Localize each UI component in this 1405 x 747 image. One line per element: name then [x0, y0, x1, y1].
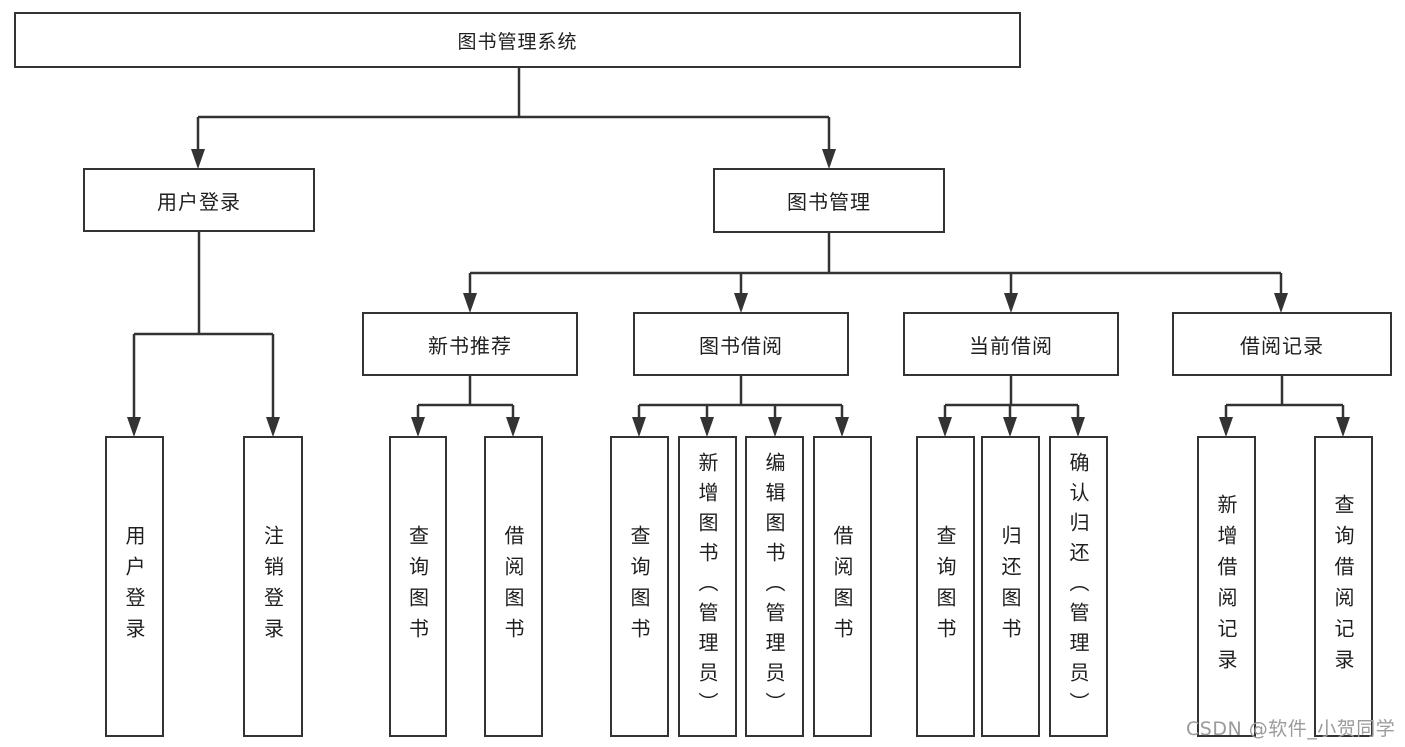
node-label: 查询图书 — [933, 524, 957, 649]
node-label: 图书借阅 — [699, 333, 783, 358]
node-label: 编辑图书（管理员） — [762, 451, 786, 722]
leaf-query-books-recommend: 查询图书 — [389, 436, 447, 737]
node-current-borrowing: 当前借阅 — [903, 312, 1119, 376]
node-label: 图书管理 — [787, 190, 871, 214]
node-label: 借阅图书 — [830, 524, 854, 649]
leaf-add-borrow-record: 新增借阅记录 — [1197, 436, 1256, 737]
leaf-borrow-books: 借阅图书 — [813, 436, 872, 737]
node-label: 图书管理系统 — [457, 30, 578, 53]
node-label: 借阅图书 — [501, 524, 525, 649]
node-label: 查询借阅记录 — [1331, 493, 1355, 680]
node-label: 新书推荐 — [428, 333, 512, 358]
node-root-library-management-system: 图书管理系统 — [14, 12, 1021, 68]
leaf-user-login: 用户登录 — [105, 436, 164, 737]
leaf-edit-books-admin: 编辑图书（管理员） — [745, 436, 804, 737]
node-label: 查询图书 — [405, 524, 430, 649]
node-label: 借阅记录 — [1240, 333, 1324, 358]
node-label: 查询图书 — [627, 524, 651, 649]
leaf-add-books-admin: 新增图书（管理员） — [678, 436, 737, 737]
leaf-return-books: 归还图书 — [981, 436, 1040, 737]
leaf-query-books-current: 查询图书 — [916, 436, 975, 737]
node-user-login: 用户登录 — [83, 168, 315, 232]
leaf-logout: 注销登录 — [243, 436, 303, 737]
node-label: 用户登录 — [157, 189, 241, 214]
node-label: 注销登录 — [260, 524, 285, 649]
leaf-query-books-borrowing: 查询图书 — [610, 436, 669, 737]
node-label: 确认归还（管理员） — [1066, 451, 1090, 722]
node-label: 归还图书 — [998, 524, 1022, 649]
node-label: 新增借阅记录 — [1214, 493, 1238, 680]
node-borrowing-records: 借阅记录 — [1172, 312, 1392, 376]
leaf-confirm-return-admin: 确认归还（管理员） — [1049, 436, 1108, 737]
node-label: 用户登录 — [122, 524, 146, 649]
leaf-borrow-books-recommend: 借阅图书 — [484, 436, 543, 737]
leaf-query-borrow-record: 查询借阅记录 — [1314, 436, 1373, 737]
node-label: 新增图书（管理员） — [695, 451, 719, 722]
node-new-book-recommendation: 新书推荐 — [362, 312, 578, 376]
node-label: 当前借阅 — [969, 333, 1053, 358]
node-book-management: 图书管理 — [713, 168, 945, 233]
node-book-borrowing: 图书借阅 — [633, 312, 849, 376]
csdn-watermark: CSDN @软件_小贺同学 — [1186, 718, 1396, 740]
